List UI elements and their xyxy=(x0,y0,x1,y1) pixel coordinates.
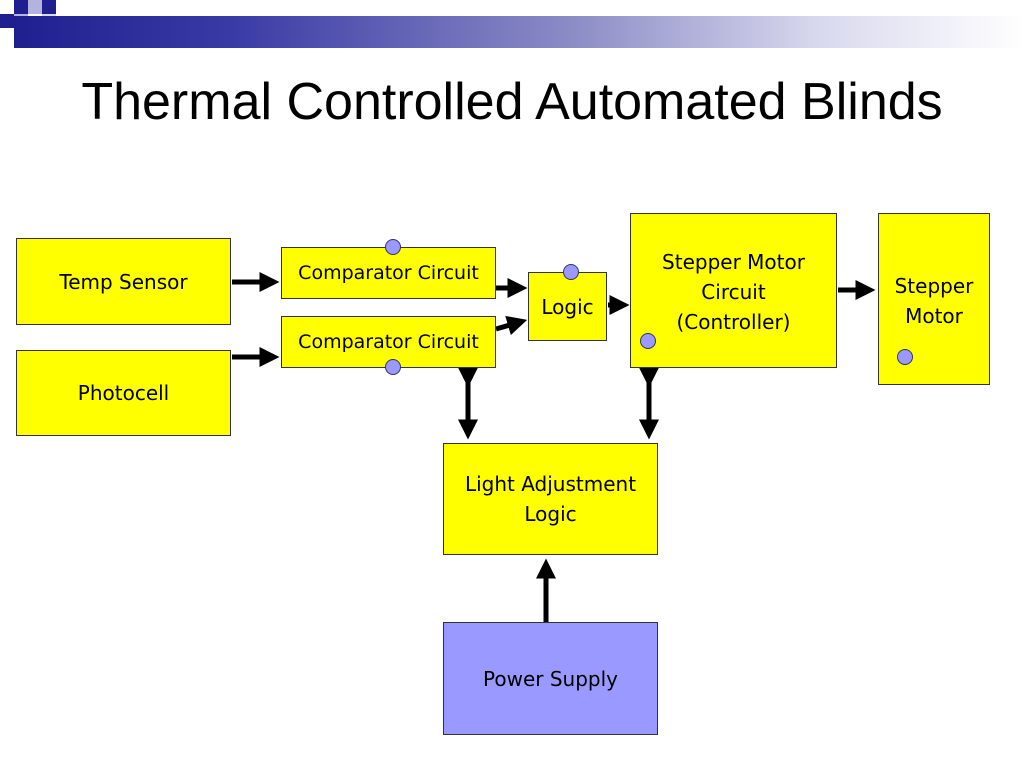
temp-sensor-block: Temp Sensor xyxy=(16,238,231,325)
stepper-motor-block: Stepper Motor xyxy=(878,213,990,385)
arrow-comparator-bottom-to-logic xyxy=(495,315,528,336)
logic-connection-dot xyxy=(563,264,579,280)
title-gradient-bar xyxy=(14,16,1024,48)
stepper-motor-connection-dot xyxy=(897,349,913,365)
comparator-circuit-top-block: Comparator Circuit xyxy=(281,247,496,299)
comparator-bottom-connection-dot xyxy=(385,359,401,375)
light-adjustment-logic-block: Light Adjustment Logic xyxy=(443,443,658,555)
controller-connection-dot xyxy=(640,333,656,349)
logic-block: Logic xyxy=(528,272,607,341)
slide-title: Thermal Controlled Automated Blinds xyxy=(81,73,943,131)
stepper-motor-controller-block: Stepper Motor Circuit (Controller) xyxy=(630,213,837,368)
photocell-block: Photocell xyxy=(16,350,231,436)
comparator-top-connection-dot xyxy=(385,239,401,255)
power-supply-block: Power Supply xyxy=(443,622,658,735)
